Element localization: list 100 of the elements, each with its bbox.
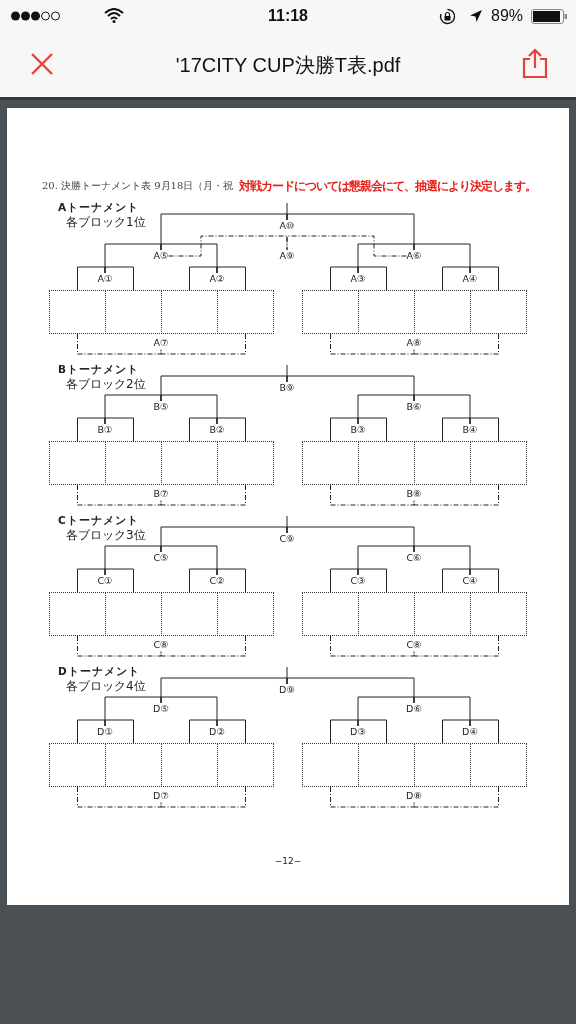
bracket-line: [77, 635, 162, 657]
team-box: [470, 592, 527, 636]
team-box: [105, 441, 162, 485]
section-subheading: 各ブロック2位: [66, 375, 146, 393]
bracket-line: [413, 545, 471, 576]
match-label: C③: [350, 575, 366, 587]
bracket-line: [330, 568, 359, 593]
team-box: [358, 743, 415, 787]
match-label: B⑧: [406, 488, 422, 500]
team-box: [161, 441, 218, 485]
team-box: [161, 743, 218, 787]
bracket-line: [413, 786, 499, 808]
bracket-line: [104, 394, 162, 425]
bracket-line: [160, 526, 288, 553]
bracket-line: [104, 568, 134, 593]
bracket-line: [189, 719, 218, 744]
bracket-line: [357, 719, 387, 744]
team-box: [105, 290, 162, 334]
bracket-line: [286, 677, 415, 704]
page-heading: 20. 決勝トーナメント表 9月18日（月・祝: [42, 179, 234, 193]
section-subheading: 各ブロック3位: [66, 526, 146, 544]
match-label: B①: [97, 424, 113, 436]
match-label: A⑩: [279, 220, 295, 232]
match-label: C⑥: [406, 552, 422, 564]
match-label: D②: [209, 726, 225, 738]
bracket-line: [286, 213, 415, 251]
bracket-line: [160, 545, 218, 576]
bracket-line: [286, 235, 407, 257]
team-box: [217, 592, 274, 636]
match-label: A③: [350, 273, 366, 285]
match-label: B⑤: [153, 401, 169, 413]
team-box: [49, 441, 106, 485]
match-label: C②: [209, 575, 225, 587]
bracket-line: [77, 266, 106, 291]
bracket-line: [189, 266, 218, 291]
document-title: '17CITY CUP決勝T表.pdf: [175, 52, 401, 78]
team-box: [414, 743, 471, 787]
section-subheading: 各ブロック4位: [66, 677, 146, 695]
bracket-line: [77, 568, 106, 593]
match-label: C⑧: [153, 639, 169, 651]
match-label: B⑥: [406, 401, 422, 413]
team-box: [470, 743, 527, 787]
section-heading: Dトーナメント: [58, 665, 140, 679]
team-box: [302, 592, 359, 636]
bracket-line: [330, 786, 415, 808]
bracket-line: [77, 786, 162, 808]
bracket-line: [413, 484, 499, 506]
match-label: C①: [97, 575, 113, 587]
match-label: B⑦: [153, 488, 169, 500]
bracket-line: [160, 786, 246, 808]
match-label: D⑦: [153, 790, 169, 802]
bracket-line: [104, 719, 134, 744]
bracket-line: [104, 266, 134, 291]
match-label: C⑨: [279, 533, 295, 545]
team-box: [217, 441, 274, 485]
section-subheading: 各ブロック1位: [66, 213, 146, 231]
team-box: [302, 290, 359, 334]
bracket-line: [104, 243, 162, 274]
match-label: D⑨: [279, 684, 295, 696]
bracket-line: [104, 417, 134, 442]
bracket-line: [413, 635, 499, 657]
bracket-line: [77, 719, 106, 744]
team-box: [49, 290, 106, 334]
match-label: D⑥: [406, 703, 422, 715]
match-label: A⑤: [153, 250, 169, 262]
status-time: 11:18: [268, 7, 308, 25]
match-label: D④: [462, 726, 478, 738]
bracket-line: [357, 545, 415, 576]
match-label: C⑧: [406, 639, 422, 651]
bracket-line: [357, 243, 415, 274]
bracket-line: [330, 333, 415, 355]
match-label: D⑧: [406, 790, 422, 802]
team-box: [49, 592, 106, 636]
team-box: [105, 743, 162, 787]
match-label: A①: [97, 273, 113, 285]
bracket-line: [330, 266, 359, 291]
match-label: A⑧: [406, 337, 422, 349]
team-box: [161, 592, 218, 636]
match-label: B③: [350, 424, 366, 436]
battery-percent: 89%: [491, 7, 524, 25]
bracket-line: [77, 333, 162, 355]
bracket-line: [104, 545, 162, 576]
team-box: [414, 290, 471, 334]
match-label: A④: [462, 273, 478, 285]
bracket-line: [413, 243, 471, 274]
bracket-line: [357, 266, 387, 291]
section-heading: Aトーナメント: [58, 201, 140, 215]
bracket-line: [189, 417, 218, 442]
bracket-line: [469, 568, 499, 593]
team-box: [105, 592, 162, 636]
match-label: A⑨: [279, 250, 295, 262]
section-heading: Bトーナメント: [58, 363, 139, 377]
bracket-line: [330, 417, 359, 442]
note-text: 対戦カードについては懇親会にて、抽選により決定します。: [239, 177, 536, 195]
bracket-line: [160, 333, 246, 355]
team-box: [470, 290, 527, 334]
bracket-line: [286, 375, 415, 402]
bracket-line: [77, 484, 162, 506]
team-box: [470, 441, 527, 485]
bracket-line: [160, 696, 218, 727]
